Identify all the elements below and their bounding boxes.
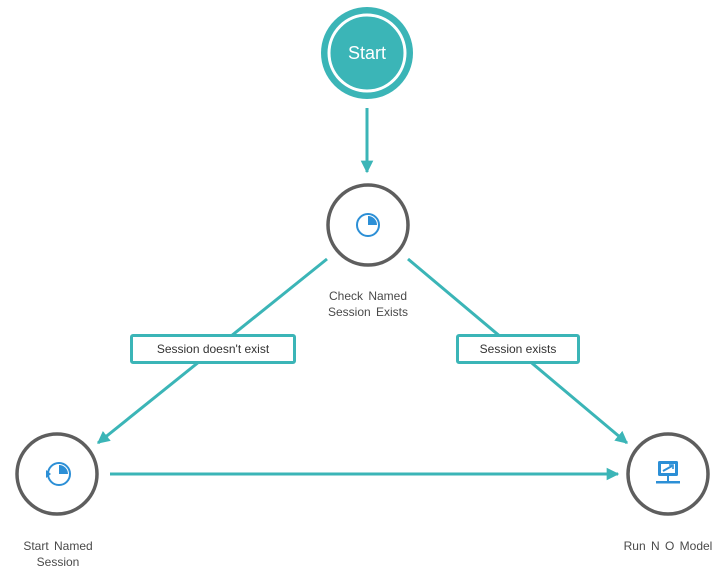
- start-named-session-label: Start Named Session: [23, 539, 93, 569]
- edge-label-session-exists[interactable]: Session exists: [456, 334, 580, 364]
- check-session-node[interactable]: [326, 183, 410, 267]
- run-model-node[interactable]: [626, 432, 710, 516]
- run-model-label: Run N O Model: [623, 539, 713, 553]
- monitor-network-icon: [656, 461, 680, 484]
- timer-play-icon: [46, 462, 71, 486]
- timer-icon: [356, 213, 380, 237]
- edge-label-session-not-exists[interactable]: Session doesn't exist: [130, 334, 296, 364]
- start-node-label: Start: [348, 43, 386, 63]
- check-session-label: Check Named Session Exists: [327, 289, 409, 319]
- start-named-session-node[interactable]: [15, 432, 99, 516]
- start-node[interactable]: Start: [321, 7, 413, 99]
